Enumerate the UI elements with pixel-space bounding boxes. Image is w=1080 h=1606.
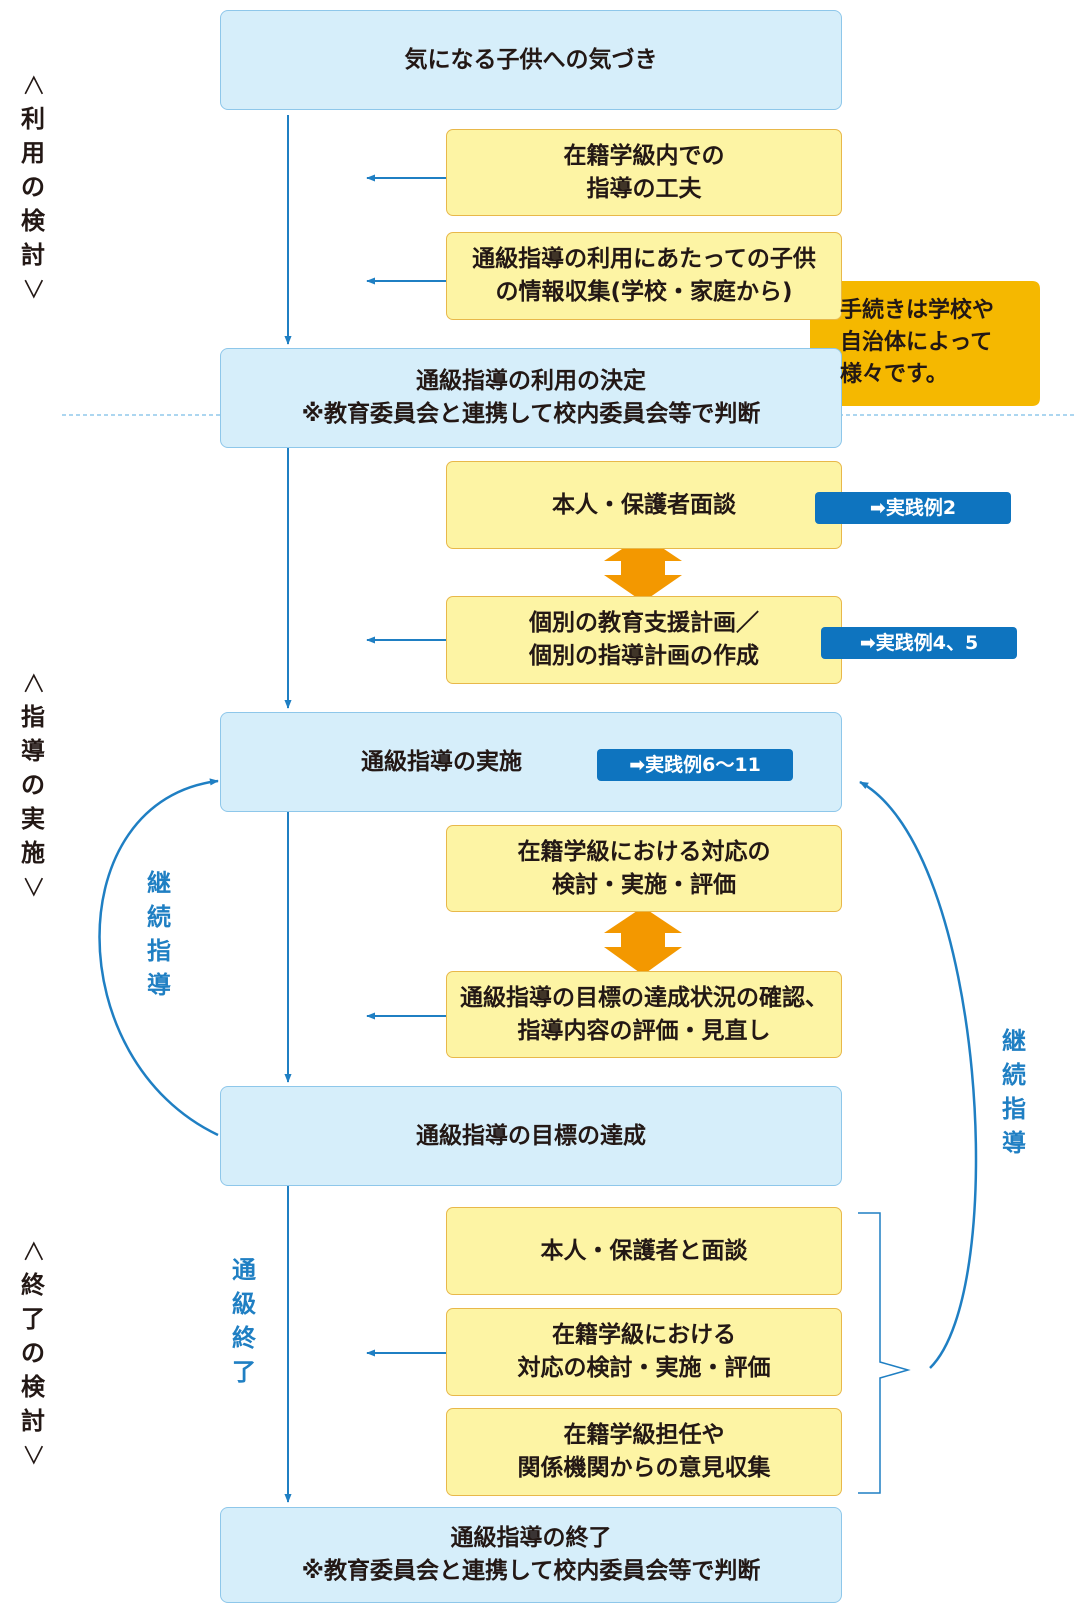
label-char: 終 [232, 1324, 256, 1352]
sub-plan-creation: 個別の教育支援計画／ 個別の指導計画の作成 [446, 596, 842, 684]
phase-label-end-review: ＜ 終 了 の 検 討 ＞ [16, 1234, 50, 1472]
sub-end-interview: 本人・保護者と面談 [446, 1207, 842, 1295]
callout-line-2: 自治体によって [840, 330, 993, 355]
phase-label-char: 終 [21, 1271, 45, 1299]
phase-label-open: ＜ [19, 671, 47, 695]
phase-label-char: 討 [21, 241, 45, 269]
double-arrow-1 [604, 535, 682, 602]
sub-info-gathering: 通級指導の利用にあたっての子供 の情報収集(学校・家庭から) [446, 232, 842, 320]
sub-opinion-gathering-line-2: 関係機関からの意見収集 [517, 1455, 771, 1481]
sub-interview: 本人・保護者面談 [446, 461, 842, 549]
label-char: 続 [147, 903, 171, 931]
phase-label-char: 利 [21, 105, 45, 133]
step-use-decision: 通級指導の利用の決定 ※教育委員会と連携して校内委員会等で判断 [220, 348, 842, 448]
phase-label-char: 討 [21, 1407, 45, 1435]
callout-bubble [776, 281, 1040, 406]
sub-interview-line-1: 本人・保護者面談 [552, 491, 736, 518]
label-char: 継 [147, 869, 171, 897]
double-arrow-2 [604, 907, 682, 975]
callout-note: 手続きは学校や 自治体によって 様々です。 [810, 281, 1040, 405]
phase-label-implementation: ＜ 指 導 の 実 施 ＞ [16, 666, 50, 904]
badge-example-6-11[interactable]: ➡実践例6～11 [597, 749, 793, 781]
step-implementation-line-1: 通級指導の実施 [361, 748, 522, 775]
step-end: 通級指導の終了 ※教育委員会と連携して校内委員会等で判断 [220, 1507, 842, 1603]
label-char: 導 [1002, 1129, 1026, 1157]
step-goal-achieved-line-1: 通級指導の目標の達成 [416, 1122, 646, 1149]
phase-label-char: の [21, 771, 45, 799]
label-char: 指 [147, 937, 171, 965]
sub-goal-review: 通級指導の目標の達成状況の確認、 指導内容の評価・見直し [446, 971, 842, 1058]
step-notice-line-1: 気になる子供への気づき [404, 46, 658, 73]
callout-line-1: 手続きは学校や [840, 298, 995, 323]
phase-label-char: 実 [21, 805, 45, 833]
sub-goal-review-line-1: 通級指導の目標の達成状況の確認、 [460, 984, 828, 1011]
phase-label-open: ＜ [19, 73, 47, 97]
sub-opinion-gathering-line-1: 在籍学級担任や [563, 1422, 725, 1448]
sub-end-interview-line-1: 本人・保護者と面談 [540, 1237, 748, 1264]
phase-label-char: 了 [21, 1305, 45, 1333]
continue-loop-left [98, 778, 219, 1137]
label-continue-left: 継 続 指 導 [142, 866, 176, 1002]
continue-loop-right [859, 780, 978, 1369]
phase-label-char: 導 [21, 737, 45, 765]
phase-label-char: 用 [21, 139, 45, 167]
sub-class-measures: 在籍学級内での 指導の工夫 [446, 129, 842, 216]
phase-label-char: 施 [21, 839, 45, 867]
label-char: 了 [232, 1358, 256, 1386]
step-use-decision-line-1: 通級指導の利用の決定 [416, 368, 646, 394]
phase-label-close: ＞ [19, 277, 47, 301]
callout-line-3: 様々です。 [840, 362, 948, 387]
phase-label-char: 指 [21, 703, 45, 731]
label-end-guidance: 通 級 終 了 [227, 1253, 261, 1389]
label-char: 通 [232, 1256, 256, 1284]
phase-label-char: 検 [21, 1373, 45, 1401]
label-char: 導 [147, 971, 171, 999]
phase-label-close: ＞ [19, 875, 47, 899]
phase-label-close: ＞ [19, 1443, 47, 1467]
sub-opinion-gathering: 在籍学級担任や 関係機関からの意見収集 [446, 1408, 842, 1496]
bracket [858, 1212, 911, 1494]
sub-plan-creation-line-1: 個別の教育支援計画／ [529, 610, 759, 636]
step-notice: 気になる子供への気づき [220, 10, 842, 110]
label-continue-right: 継 続 指 導 [997, 1024, 1031, 1160]
step-use-decision-line-2: ※教育委員会と連携して校内委員会等で判断 [301, 401, 761, 427]
label-char: 継 [1002, 1027, 1026, 1055]
phase-label-open: ＜ [19, 1239, 47, 1263]
phase-label-use-review: ＜ 利 用 の 検 討 ＞ [16, 68, 50, 306]
step-end-line-2: ※教育委員会と連携して校内委員会等で判断 [301, 1558, 761, 1584]
sub-info-gathering-line-2: の情報収集(学校・家庭から) [495, 279, 793, 305]
sub-class-response-line-1: 在籍学級における対応の [517, 838, 771, 865]
sub-plan-creation-line-2: 個別の指導計画の作成 [529, 643, 759, 669]
phase-label-char: の [21, 173, 45, 201]
sub-class-response: 在籍学級における対応の 検討・実施・評価 [446, 825, 842, 912]
sub-class-measures-line-2: 指導の工夫 [586, 175, 702, 202]
step-goal-achieved: 通級指導の目標の達成 [220, 1086, 842, 1186]
badge-example-4-5[interactable]: ➡実践例4、5 [821, 627, 1017, 659]
label-char: 続 [1002, 1061, 1026, 1089]
sub-end-class-response-line-1: 在籍学級における [552, 1322, 736, 1348]
sub-end-class-response: 在籍学級における 対応の検討・実施・評価 [446, 1308, 842, 1396]
label-char: 指 [1002, 1095, 1026, 1123]
sub-class-measures-line-1: 在籍学級内での [563, 142, 725, 169]
sub-class-response-line-2: 検討・実施・評価 [552, 871, 736, 898]
label-char: 級 [232, 1290, 256, 1318]
sub-goal-review-line-2: 指導内容の評価・見直し [517, 1017, 771, 1044]
phase-label-char: 検 [21, 207, 45, 235]
sub-end-class-response-line-2: 対応の検討・実施・評価 [517, 1355, 771, 1381]
step-end-line-1: 通級指導の終了 [450, 1525, 612, 1551]
badge-example-2[interactable]: ➡実践例2 [815, 492, 1011, 524]
phase-label-char: の [21, 1339, 45, 1367]
sub-info-gathering-line-1: 通級指導の利用にあたっての子供 [472, 246, 816, 272]
